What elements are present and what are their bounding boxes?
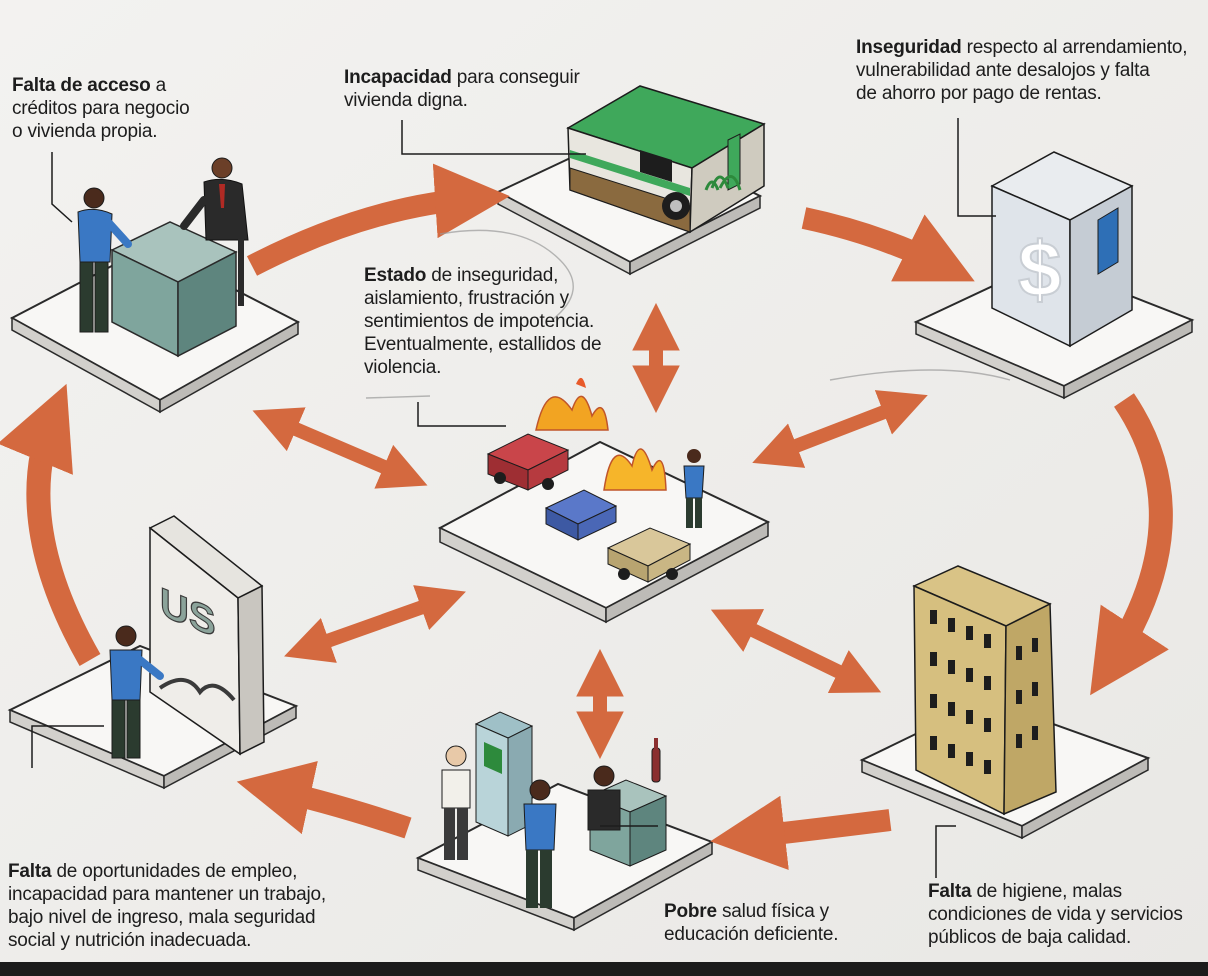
seated-man-table xyxy=(587,738,668,867)
caption-health: Pobre salud física y educación deficient… xyxy=(664,900,884,946)
car-blue xyxy=(544,489,618,541)
caption-employment: Falta de oportunidades de empleo, incapa… xyxy=(8,860,348,952)
caption-housing-rest: para conseguir xyxy=(451,67,580,88)
caption-health-line2: educación deficiente. xyxy=(664,924,839,945)
caption-employment-line3: bajo nivel de ingreso, mala seguridad xyxy=(8,907,316,928)
caption-rent-line3: de ahorro por pago de rentas. xyxy=(856,83,1102,104)
pencil-marks xyxy=(365,229,1011,399)
arrow-hygiene-to-health xyxy=(710,795,892,871)
arrow-health-to-employment xyxy=(236,761,412,839)
caption-hygiene-line2: condiciones de vida y servicios xyxy=(928,904,1183,925)
caption-health-bold: Pobre xyxy=(664,901,717,922)
caption-credit-rest: a xyxy=(150,75,167,96)
caption-housing-line2: vivienda digna. xyxy=(344,90,468,111)
caption-center-line2: aislamiento, frustración y xyxy=(364,288,569,309)
caption-housing: Incapacidad para conseguir vivienda dign… xyxy=(344,66,604,112)
car-red xyxy=(486,433,570,491)
inner-arrows xyxy=(252,302,928,760)
car-beige xyxy=(606,527,692,583)
caption-hygiene-bold: Falta xyxy=(928,881,972,902)
caption-rent-bold: Inseguridad xyxy=(856,37,962,58)
caption-hygiene: Falta de higiene, malas condiciones de v… xyxy=(928,880,1198,949)
trailer-illustration xyxy=(566,85,766,234)
arrow-employment-to-credit xyxy=(0,383,101,666)
safe-illustration: $ xyxy=(990,151,1134,348)
caption-employment-rest: de oportunidades de empleo, xyxy=(51,861,298,882)
caption-credit: Falta de acceso a créditos para negocio … xyxy=(12,74,232,143)
double-arrow-employment-center xyxy=(284,585,466,663)
caption-center-line4: Eventualmente, estallidos de xyxy=(364,334,602,355)
arrow-credit-to-housing xyxy=(246,163,510,276)
arrow-rent-to-hygiene xyxy=(1090,393,1173,696)
caption-center-line5: violencia. xyxy=(364,357,442,378)
caption-rent: Inseguridad respecto al arrendamiento, v… xyxy=(856,36,1206,105)
leader-lines xyxy=(31,118,996,878)
graffiti-wall-illustration: US xyxy=(109,515,265,759)
caption-center-rest: de inseguridad, xyxy=(426,265,559,286)
caption-center: Estado de inseguridad, aislamiento, frus… xyxy=(364,264,634,379)
caption-housing-bold: Incapacidad xyxy=(344,67,452,88)
building-windows xyxy=(930,610,1038,774)
double-arrow-credit-center xyxy=(252,407,428,489)
bystander-figure xyxy=(683,449,705,528)
arrow-housing-to-rent xyxy=(801,207,975,282)
caption-credit-bold: Falta de acceso xyxy=(12,75,151,96)
caption-center-line3: sentimientos de impotencia. xyxy=(364,311,595,332)
caption-credit-line2: créditos para negocio xyxy=(12,98,190,119)
caption-health-rest: salud física y xyxy=(716,901,829,922)
caption-employment-line4: social y nutrición inadecuada. xyxy=(8,930,252,951)
caption-employment-line2: incapacidad para mantener un trabajo, xyxy=(8,884,326,905)
cycle-arrows xyxy=(0,163,1173,871)
man-white-shirt xyxy=(441,745,471,860)
caption-rent-rest: respecto al arrendamiento, xyxy=(961,37,1188,58)
caption-hygiene-line3: públicos de baja calidad. xyxy=(928,927,1132,948)
burning-cars-illustration xyxy=(486,377,705,583)
caption-employment-bold: Falta xyxy=(8,861,52,882)
double-arrow-hygiene-center xyxy=(710,609,882,693)
double-arrow-rent-center xyxy=(752,390,928,468)
ruined-building-illustration xyxy=(912,565,1057,816)
credit-desk-illustration xyxy=(77,157,249,358)
arcade-scene-illustration xyxy=(441,711,668,908)
svg-text:$: $ xyxy=(1018,225,1061,313)
caption-hygiene-rest: de higiene, malas xyxy=(971,881,1122,902)
caption-rent-line2: vulnerabilidad ante desalojos y falta xyxy=(856,60,1150,81)
bottom-border-strip xyxy=(0,962,1208,976)
caption-center-bold: Estado xyxy=(364,265,427,286)
caption-credit-line3: o vivienda propia. xyxy=(12,121,158,142)
worker-figure xyxy=(109,625,164,759)
man-blue-shirt xyxy=(523,779,557,908)
